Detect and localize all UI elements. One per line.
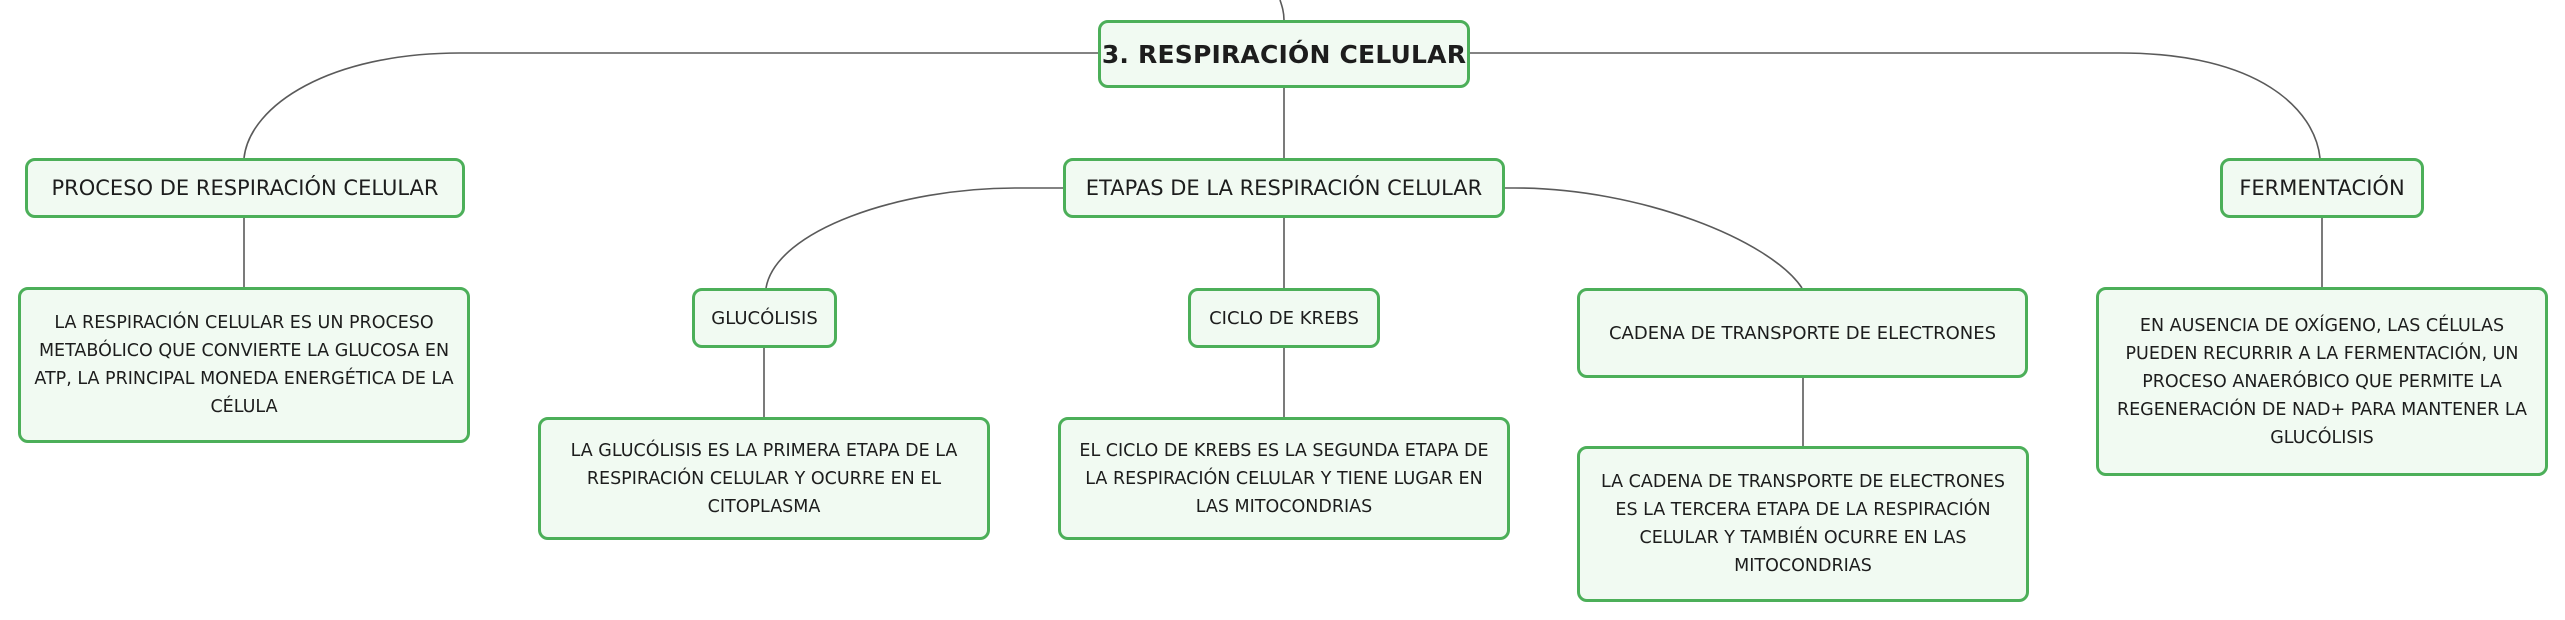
node-proceso-label: PROCESO DE RESPIRACIÓN CELULAR xyxy=(51,176,439,200)
node-etapas-label: ETAPAS DE LA RESPIRACIÓN CELULAR xyxy=(1085,176,1483,200)
node-glucolisis[interactable]: GLUCÓLISIS xyxy=(692,288,837,348)
node-root-label: 3. RESPIRACIÓN CELULAR xyxy=(1101,39,1467,69)
node-fermentacion-description[interactable]: EN AUSENCIA DE OXÍGENO, LAS CÉLULAS PUED… xyxy=(2096,287,2548,476)
node-proceso-description-text: LA RESPIRACIÓN CELULAR ES UN PROCESO MET… xyxy=(34,313,454,417)
node-krebs[interactable]: CICLO DE KREBS xyxy=(1188,288,1380,348)
connector-parent-root xyxy=(1279,0,1285,21)
node-cadena-description[interactable]: LA CADENA DE TRANSPORTE DE ELECTRONES ES… xyxy=(1577,446,2029,602)
node-krebs-description[interactable]: EL CICLO DE KREBS ES LA SEGUNDA ETAPA DE… xyxy=(1058,417,1510,540)
node-cadena-label: CADENA DE TRANSPORTE DE ELECTRONES xyxy=(1608,322,1997,344)
node-etapas[interactable]: ETAPAS DE LA RESPIRACIÓN CELULAR xyxy=(1063,158,1505,218)
node-fermentacion-description-text: EN AUSENCIA DE OXÍGENO, LAS CÉLULAS PUED… xyxy=(2116,315,2528,448)
node-root[interactable]: 3. RESPIRACIÓN CELULAR xyxy=(1098,20,1470,88)
node-proceso[interactable]: PROCESO DE RESPIRACIÓN CELULAR xyxy=(25,158,465,218)
node-fermentacion-label: FERMENTACIÓN xyxy=(2239,176,2405,200)
node-cadena-description-text: LA CADENA DE TRANSPORTE DE ELECTRONES ES… xyxy=(1600,472,2006,576)
connector-root-proceso xyxy=(243,52,1098,159)
connector-etapas-glucolisis xyxy=(765,187,1063,289)
node-glucolisis-label: GLUCÓLISIS xyxy=(711,307,818,329)
node-cadena[interactable]: CADENA DE TRANSPORTE DE ELECTRONES xyxy=(1577,288,2028,378)
node-glucolisis-description[interactable]: LA GLUCÓLISIS ES LA PRIMERA ETAPA DE LA … xyxy=(538,417,990,540)
connector-root-fermentacion xyxy=(1470,52,2321,159)
node-proceso-description[interactable]: LA RESPIRACIÓN CELULAR ES UN PROCESO MET… xyxy=(18,287,470,443)
node-fermentacion[interactable]: FERMENTACIÓN xyxy=(2220,158,2424,218)
node-glucolisis-description-text: LA GLUCÓLISIS ES LA PRIMERA ETAPA DE LA … xyxy=(570,440,958,517)
node-krebs-label: CICLO DE KREBS xyxy=(1209,307,1359,329)
node-krebs-description-text: EL CICLO DE KREBS ES LA SEGUNDA ETAPA DE… xyxy=(1079,440,1489,517)
connector-etapas-cadena xyxy=(1505,187,1803,289)
